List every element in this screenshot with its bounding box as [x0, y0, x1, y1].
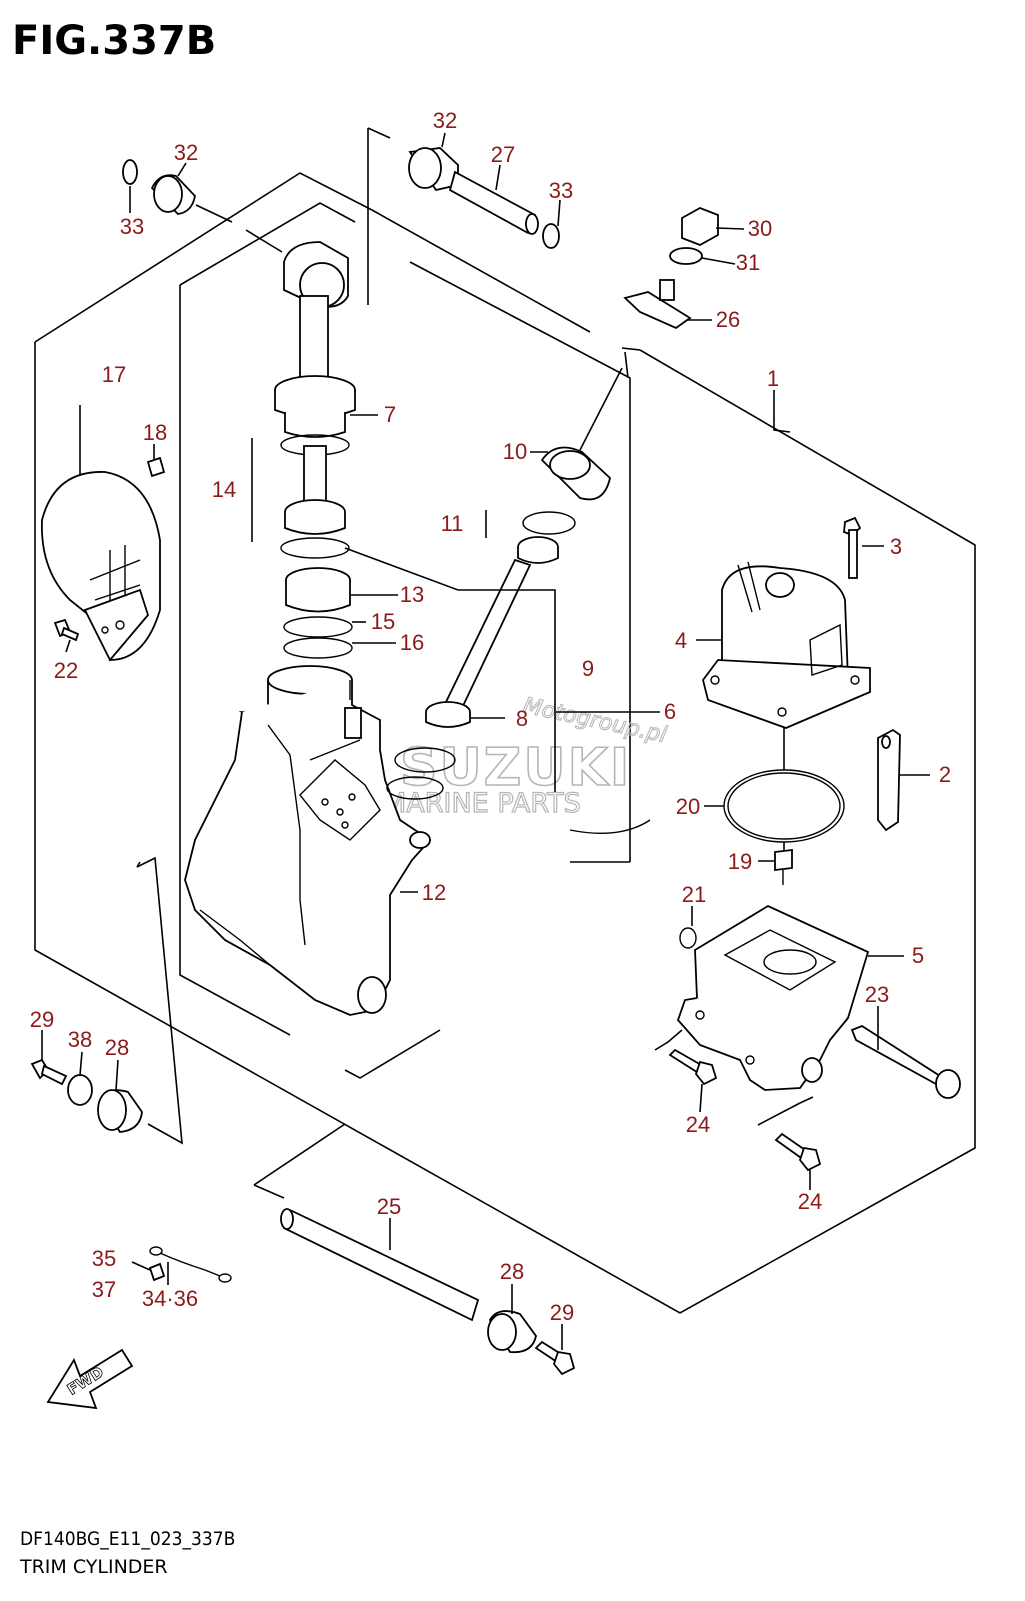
callout-28-left: 28: [105, 1035, 129, 1060]
part-10-plug: [540, 446, 611, 501]
part-15-o-ring: [283, 616, 353, 638]
callout-10: 10: [503, 439, 527, 464]
part-3-bolt: [843, 516, 862, 579]
part-32-bushing-left: [150, 174, 196, 215]
callout-28-bottom: 28: [500, 1259, 524, 1284]
callout-4: 4: [675, 628, 687, 653]
figure-name: TRIM CYLINDER: [20, 1556, 168, 1578]
callout-22: 22: [54, 658, 78, 683]
figure-title: FIG.337B: [12, 18, 217, 64]
part-30-nut: [681, 207, 719, 246]
callout-29-bottom: 29: [550, 1300, 574, 1325]
callout-9: 9: [582, 656, 594, 681]
svg-text:MARINE PARTS: MARINE PARTS: [383, 788, 581, 819]
callout-33-left: 33: [120, 214, 144, 239]
callout-32-left: 32: [174, 140, 198, 165]
part-23-bolt: [850, 1024, 961, 1099]
part-35-37-bolt-washer: [148, 1262, 166, 1282]
callout-27: 27: [491, 142, 515, 167]
part-11-o-ring-set: [517, 511, 576, 564]
watermark: Motogroup.pl SUZUKI MARINE PARTS: [382, 693, 669, 834]
callout-18: 18: [143, 420, 167, 445]
part-19-filter: [774, 848, 793, 885]
part-6-o-rings: [386, 747, 456, 800]
callout-19: 19: [728, 849, 752, 874]
callout-35: 35: [92, 1246, 116, 1271]
callout-15: 15: [371, 609, 395, 634]
part-16-o-ring: [283, 637, 353, 659]
part-25-pin: [280, 1208, 480, 1322]
callout-7: 7: [384, 402, 396, 427]
leader-lines: [41, 132, 930, 1350]
part-7-piston-rod-assy: [274, 241, 356, 438]
part-21-o-ring: [679, 927, 697, 949]
callout-12: 12: [422, 880, 446, 905]
part-5-trim-pump: [676, 904, 870, 1091]
callout-1: 1: [767, 366, 779, 391]
part-17-cover: [41, 471, 161, 662]
svg-text:SUZUKI: SUZUKI: [400, 738, 631, 798]
assembly-frame-inner: [179, 202, 631, 1079]
part-20-o-ring: [723, 769, 845, 843]
part-32-bushing-top: [408, 147, 459, 192]
callout-24-upper: 24: [686, 1112, 710, 1137]
callout-11: 11: [441, 511, 464, 536]
callout-13: 13: [400, 582, 424, 607]
model-code: DF140BG_E11_023_337B: [20, 1528, 236, 1550]
part-27-pin: [448, 170, 539, 235]
part-14-seal-kit: [280, 434, 350, 559]
part-38-washer: [67, 1074, 93, 1106]
callout-33-top: 33: [549, 178, 573, 203]
callout-6: 6: [664, 699, 676, 724]
callout-2: 2: [939, 762, 951, 787]
part-34-36-ground-wire: [149, 1246, 232, 1283]
part-26-manual-release-valve: [623, 279, 692, 330]
callout-8: 8: [516, 706, 528, 731]
part-12-trim-cylinder-body: [184, 665, 432, 1016]
part-22-bolt: [53, 618, 80, 642]
callout-23: 23: [865, 982, 889, 1007]
callout-38: 38: [68, 1027, 92, 1052]
callout-32-top: 32: [433, 108, 457, 133]
callout-37: 37: [92, 1277, 116, 1302]
fwd-arrow-icon: FWD: [46, 1348, 134, 1410]
part-18-grommet: [146, 456, 166, 478]
part-2-clip: [877, 728, 901, 832]
callout-31: 31: [736, 250, 760, 275]
callout-5: 5: [912, 943, 924, 968]
callout-24-lower: 24: [798, 1189, 822, 1214]
callout-3: 3: [890, 534, 902, 559]
callout-21: 21: [682, 882, 706, 907]
part-31-washer: [669, 247, 703, 265]
part-4-trim-motor: [702, 561, 871, 729]
callout-29-left: 29: [30, 1007, 54, 1032]
part-24-bolt-upper: [668, 1048, 718, 1086]
part-28-bushing-left: [97, 1089, 143, 1133]
callout-25: 25: [377, 1194, 401, 1219]
assembly-frame-outer: [34, 172, 976, 1314]
part-13-cylinder-cap: [285, 567, 351, 613]
part-29-bolt-bottom: [534, 1340, 576, 1376]
callout-labels: 32 32 33 27 33 30 31 26 1 17 18 7 14 10 …: [30, 108, 951, 1325]
part-8-pipe: [425, 558, 532, 728]
callout-26: 26: [716, 307, 740, 332]
callout-20: 20: [676, 794, 700, 819]
callout-16: 16: [400, 630, 424, 655]
part-28-bushing-bottom: [487, 1310, 537, 1354]
part-24-bolt-lower: [774, 1132, 822, 1172]
callout-30: 30: [748, 216, 772, 241]
callout-17: 17: [102, 362, 126, 387]
part-33-snap-ring-left: [122, 159, 138, 185]
callout-14: 14: [212, 477, 236, 502]
part-33-snap-ring-top: [542, 223, 560, 249]
callout-34-36: 34·36: [142, 1286, 198, 1311]
part-29-bolt-left: [30, 1058, 68, 1086]
